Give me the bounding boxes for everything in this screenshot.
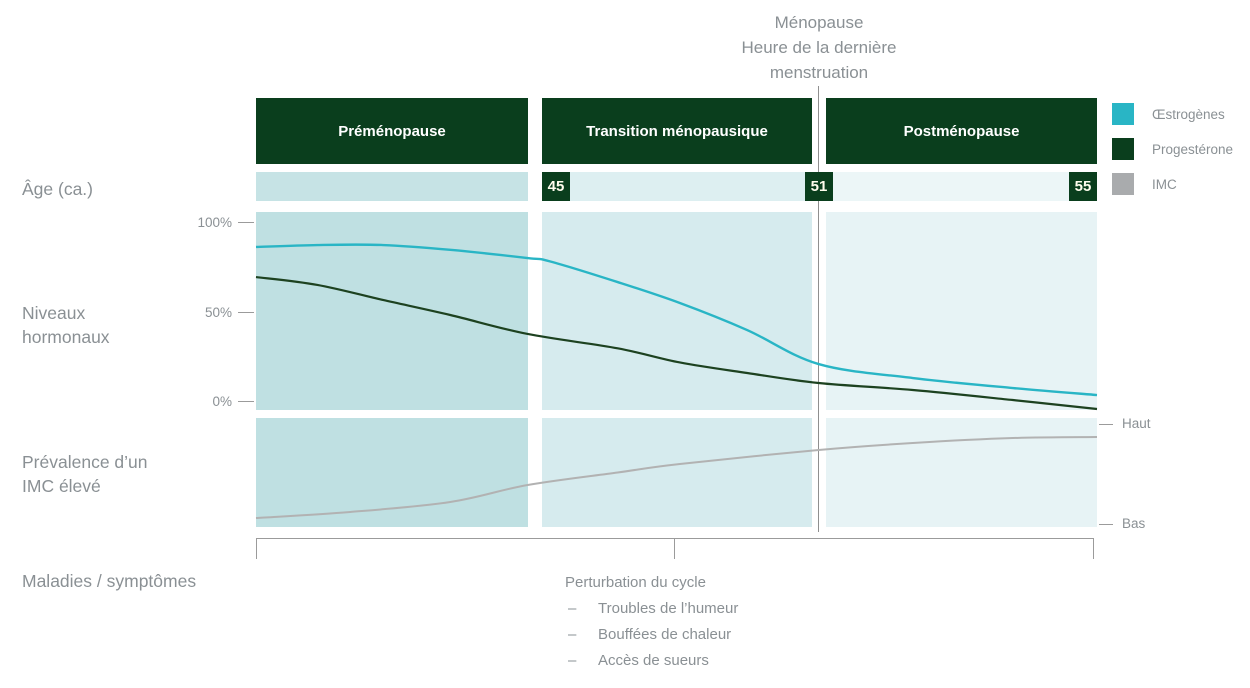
dash-bullet: –	[568, 600, 577, 617]
chart-title: Ménopause Heure de la dernière menstruat…	[619, 10, 1019, 85]
title-line-1: Ménopause	[774, 13, 864, 32]
phase-label: Transition ménopausique	[586, 122, 768, 140]
symptom-item: – Troubles de l’humeur	[565, 596, 925, 622]
symptoms-block: Perturbation du cycle – Troubles de l’hu…	[565, 570, 925, 674]
age-band-postmenopause	[826, 172, 1097, 201]
age-marker-45: 45	[542, 172, 570, 201]
legend-item-oestrogenes: Œstrogènes	[1112, 103, 1242, 125]
age-band-transition	[542, 172, 812, 201]
legend-label: Œstrogènes	[1152, 106, 1225, 122]
imc-tick-high	[1099, 424, 1113, 425]
hormone-panel-premenopause	[256, 212, 528, 410]
menopause-vertical-line	[818, 86, 819, 532]
imc-panel-premenopause	[256, 418, 528, 527]
hormone-panel-postmenopause	[826, 212, 1097, 410]
row-label-imc-line2: IMC élevé	[22, 476, 101, 496]
legend-label: Progestérone	[1152, 141, 1234, 157]
row-label-hormones-line1: Niveaux	[22, 303, 86, 323]
row-label-hormones: Niveaux hormonaux	[22, 301, 110, 349]
ytick-50	[238, 312, 254, 313]
dash-bullet: –	[568, 652, 577, 669]
symptoms-bracket-tick-right	[1093, 538, 1094, 559]
symptom-item: – Accès de sueurs	[565, 648, 925, 674]
symptoms-bracket-tick-left	[256, 538, 257, 559]
imc-label-low: Bas	[1122, 516, 1146, 531]
ytick-label-0: 0%	[212, 394, 232, 409]
ytick-100	[238, 222, 254, 223]
symptom-label: Troubles de l’humeur	[598, 600, 739, 617]
row-label-symptoms: Maladies / symptômes	[22, 571, 197, 591]
phase-header-postmenopause: Postménopause	[826, 98, 1097, 164]
symptoms-heading: Perturbation du cycle	[565, 574, 706, 591]
ytick-label-50: 50%	[204, 305, 232, 320]
age-marker-55: 55	[1069, 172, 1097, 201]
imc-panel-postmenopause	[826, 418, 1097, 527]
title-line-2: Heure de la dernière	[741, 38, 897, 57]
symptom-label: Bouffées de chaleur	[598, 626, 732, 643]
row-label-imc: Prévalence d’un IMC élevé	[22, 450, 148, 498]
progesterone-swatch-icon	[1112, 138, 1134, 160]
age-band-premenopause	[256, 172, 528, 201]
legend-item-progesterone: Progestérone	[1112, 138, 1242, 160]
row-label-imc-line1: Prévalence d’un	[22, 452, 148, 472]
row-label-age: Âge (ca.)	[22, 179, 93, 199]
symptom-label: Accès de sueurs	[598, 652, 709, 669]
symptoms-bracket-tick-middle	[674, 538, 675, 559]
symptom-item: – Bouffées de chaleur	[565, 622, 925, 648]
phase-header-premenopause: Préménopause	[256, 98, 528, 164]
ytick-0	[238, 401, 254, 402]
ytick-label-100: 100%	[197, 215, 232, 230]
dash-bullet: –	[568, 626, 577, 643]
title-line-3: menstruation	[769, 63, 869, 82]
row-label-hormones-line2: hormonaux	[22, 327, 110, 347]
imc-swatch-icon	[1112, 173, 1134, 195]
legend: Œstrogènes Progestérone IMC	[1112, 103, 1242, 195]
imc-tick-low	[1099, 524, 1113, 525]
imc-panel-transition	[542, 418, 812, 527]
symptoms-bracket-line	[256, 538, 1094, 539]
age-marker-51: 51	[805, 172, 833, 201]
legend-item-imc: IMC	[1112, 173, 1242, 195]
phase-label: Préménopause	[338, 122, 446, 140]
phase-label: Postménopause	[903, 122, 1020, 140]
hormone-panel-transition	[542, 212, 812, 410]
imc-label-high: Haut	[1122, 416, 1151, 431]
legend-label: IMC	[1152, 176, 1177, 192]
oestrogenes-swatch-icon	[1112, 103, 1134, 125]
phase-header-transition: Transition ménopausique	[542, 98, 812, 164]
